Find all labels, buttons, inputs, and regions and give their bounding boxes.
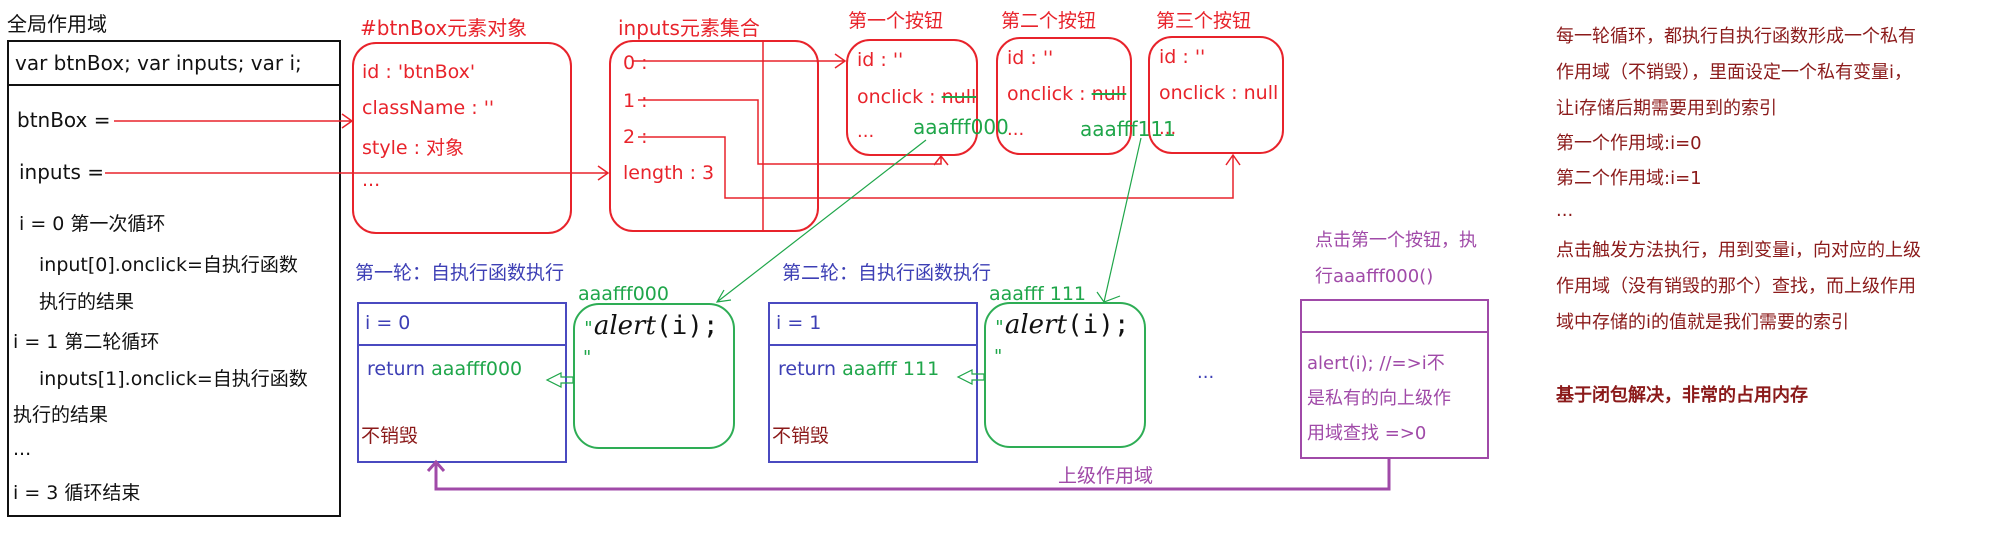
arrow-aaafff111-to-heap-2: [1096, 137, 1142, 303]
button-1-title: 第一个按钮: [848, 10, 944, 32]
click-scope-divider: [1302, 331, 1487, 333]
round-1-return-value: aaafff000: [431, 358, 523, 380]
global-line-btnbox: btnBox =: [17, 108, 111, 132]
btnbox-prop-id: id : 'btnBox': [362, 61, 476, 83]
inputs-prop-2: 2 :: [623, 126, 648, 148]
note-line-8: 作用域（没有销毁的那个）查找，而上级作用: [1556, 276, 1916, 297]
global-line-inputs: inputs =: [19, 160, 104, 184]
global-line-loop-end: i = 3 循环结束: [13, 482, 141, 504]
round-1-heap-box: "alert(i); ": [573, 303, 735, 449]
btnbox-prop-ellipsis: ...: [362, 169, 381, 191]
global-line-loop-1: i = 1 第二轮循环: [13, 331, 160, 353]
button-1-onclick-value: null: [941, 86, 977, 108]
click-scope-line-2: 是私有的向上级作: [1307, 388, 1451, 409]
inputs-prop-length: length : 3: [623, 162, 715, 184]
round-2-title: 第二轮：自执行函数执行: [782, 262, 992, 284]
button-3-prop-id: id : '': [1159, 46, 1206, 68]
note-conclusion: 基于闭包解决，非常的占用内存: [1556, 385, 1808, 406]
round-1-title: 第一轮：自执行函数执行: [355, 262, 565, 284]
note-line-5: 第二个作用域:i=1: [1556, 168, 1702, 189]
global-line-loop-0: i = 0 第一次循环: [19, 213, 166, 235]
round-2-return-value: aaafff 111: [842, 358, 940, 380]
button-3-prop-ellipsis: ...: [1159, 118, 1177, 139]
button-1-new-onclick: aaafff000: [913, 115, 1009, 139]
global-scope-divider: [9, 84, 339, 86]
global-scope-box: var btnBox; var inputs; var i; btnBox = …: [7, 40, 341, 517]
round-2-status: 不销毁: [772, 425, 830, 447]
parent-scope-label: 上级作用域: [1058, 465, 1154, 487]
round-2-var: i = 1: [776, 312, 822, 334]
round-1-return-keyword: return: [367, 358, 426, 380]
global-line-ellipsis: ...: [13, 438, 32, 460]
note-line-6: ...: [1556, 200, 1574, 221]
inputs-collection-title: inputs元素集合: [618, 16, 760, 40]
button-1-prop-ellipsis: ...: [857, 121, 875, 142]
note-line-4: 第一个作用域:i=0: [1556, 133, 1702, 154]
round-1-return: return aaafff000: [367, 358, 522, 380]
round-1-scope-box: i = 0 return aaafff000 不销毁: [357, 302, 567, 463]
round-2-heap-code: "alert(i);: [994, 310, 1130, 340]
round-2-heap-quote-open: ": [994, 317, 1005, 338]
global-line-result-0: 执行的结果: [39, 291, 135, 313]
round-1-heap-label: aaafff000: [578, 283, 669, 305]
global-line-onclick-0: input[0].onclick=自执行函数: [39, 254, 298, 276]
global-scope-title: 全局作用域: [7, 12, 107, 36]
more-rounds-ellipsis: ...: [1197, 362, 1215, 383]
note-line-9: 域中存储的i的值就是我们需要的索引: [1556, 312, 1849, 333]
inputs-prop-0: 0 :: [623, 52, 648, 74]
note-line-1: 每一轮循环，都执行自执行函数形成一个私有: [1556, 26, 1916, 47]
btnbox-object-title: #btnBox元素对象: [360, 16, 528, 40]
click-scope-line-1: alert(i); //=>i不: [1307, 353, 1445, 374]
button-3-onclick-label: onclick :: [1159, 82, 1244, 104]
button-1-prop-id: id : '': [857, 49, 904, 71]
round-1-heap-args: (i);: [655, 311, 719, 341]
button-2-onclick-label: onclick :: [1007, 83, 1092, 105]
round-1-divider: [359, 344, 565, 346]
note-line-2: 作用域（不销毁），里面设定一个私有变量i，: [1556, 62, 1912, 83]
button-2-onclick-value: null: [1091, 83, 1127, 105]
round-1-heap-quote-close: ": [583, 347, 592, 368]
round-2-heap-label: aaafff 111: [989, 283, 1087, 305]
global-line-result-1: 执行的结果: [13, 404, 109, 426]
click-scope-title-line-2: 行aaafff000(): [1315, 266, 1434, 287]
round-2-return: return aaafff 111: [778, 358, 939, 380]
round-2-heap-box: "alert(i); ": [984, 302, 1146, 448]
inputs-prop-1: 1 :: [623, 90, 648, 112]
btnbox-prop-style: style : 对象: [362, 137, 465, 159]
round-1-heap-quote-open: ": [583, 318, 594, 339]
round-2-divider: [770, 344, 976, 346]
round-2-heap-fn: alert: [1004, 310, 1067, 340]
round-1-status: 不销毁: [361, 425, 419, 447]
round-2-scope-box: i = 1 return aaafff 111 不销毁: [768, 302, 978, 463]
note-line-3: 让i存储后期需要用到的索引: [1556, 98, 1777, 119]
round-1-var: i = 0: [365, 312, 411, 334]
button-1-onclick-label: onclick :: [857, 86, 942, 108]
button-2-prop-onclick: onclick : null: [1007, 83, 1126, 105]
btnbox-prop-classname: className : '': [362, 97, 495, 119]
arrow-parent-scope: [426, 459, 1391, 491]
round-1-heap-fn: alert: [593, 311, 656, 341]
global-declarations: var btnBox; var inputs; var i;: [15, 51, 302, 75]
btnbox-object-box: id : 'btnBox' className : '' style : 对象 …: [352, 42, 572, 234]
button-2-prop-id: id : '': [1007, 47, 1054, 69]
round-2-heap-args: (i);: [1066, 310, 1130, 340]
click-scope-box: alert(i); //=>i不 是私有的向上级作 用域查找 =>0: [1300, 299, 1489, 459]
button-3-prop-onclick: onclick : null: [1159, 82, 1278, 104]
button-2-prop-ellipsis: ...: [1007, 119, 1025, 140]
button-1-prop-onclick: onclick : null: [857, 86, 976, 108]
round-2-heap-quote-close: ": [994, 346, 1003, 367]
button-3-object-box: id : '' onclick : null ...: [1148, 36, 1284, 154]
button-2-title: 第二个按钮: [1001, 10, 1097, 32]
button-3-title: 第三个按钮: [1156, 10, 1252, 32]
global-line-onclick-1: inputs[1].onclick=自执行函数: [39, 368, 308, 390]
click-scope-line-3: 用域查找 =>0: [1307, 423, 1427, 444]
note-line-7: 点击触发方法执行，用到变量i，向对应的上级: [1556, 240, 1921, 261]
button-2-object-box: id : '' onclick : null ...: [996, 37, 1132, 155]
round-2-return-keyword: return: [778, 358, 837, 380]
inputs-collection-box: 0 : 1 : 2 : length : 3: [609, 40, 819, 232]
round-1-heap-code: "alert(i);: [583, 311, 719, 341]
click-scope-title-line-1: 点击第一个按钮，执: [1315, 230, 1477, 251]
button-3-onclick-value: null: [1243, 82, 1279, 104]
